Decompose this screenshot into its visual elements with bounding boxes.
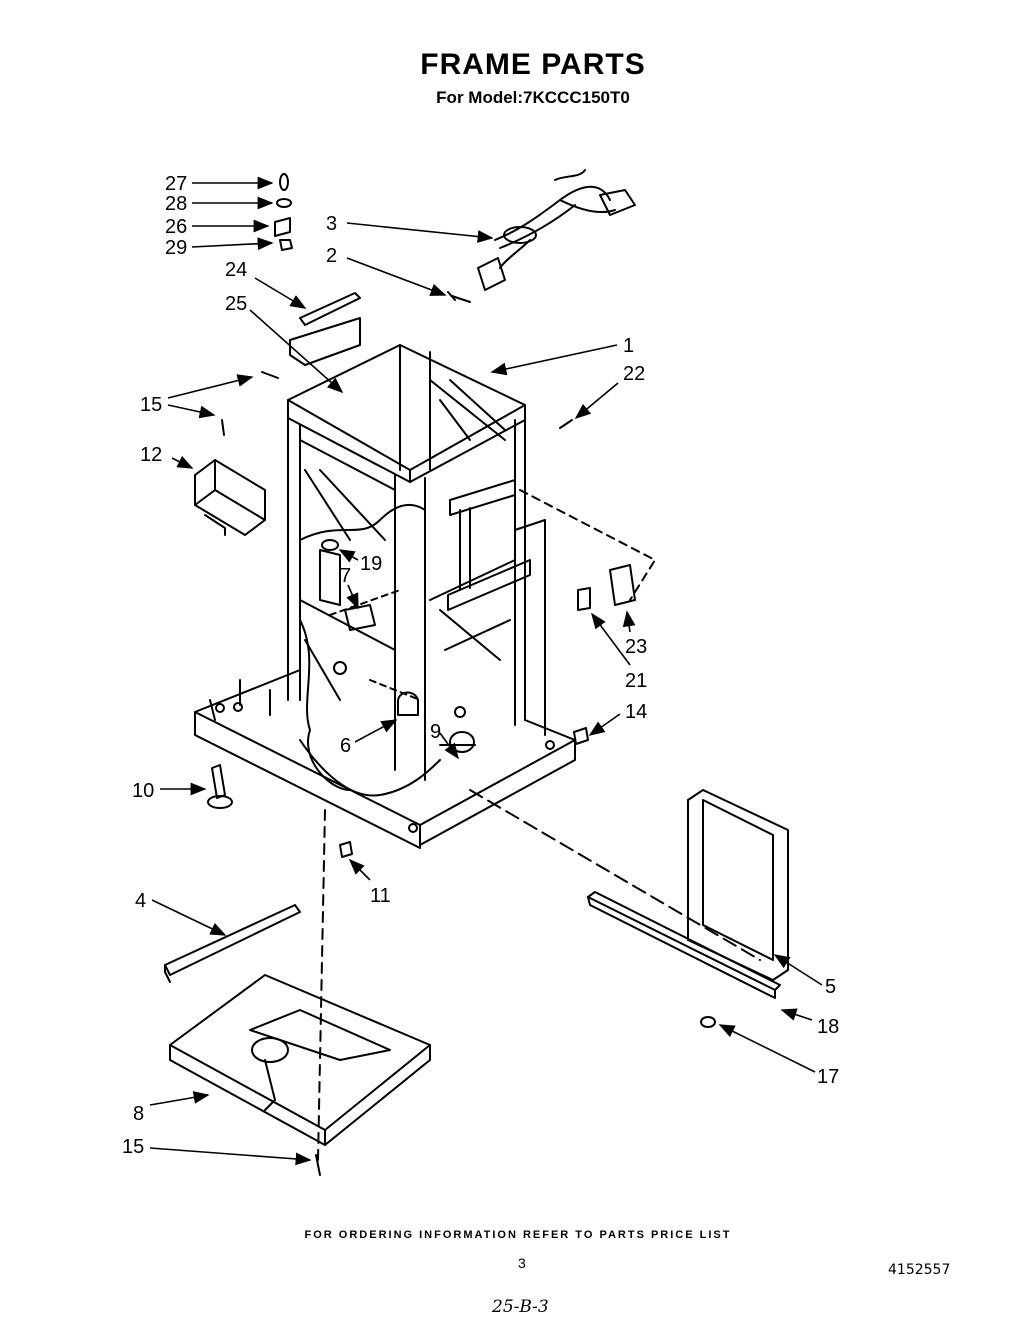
callout-19: 19 — [360, 553, 382, 575]
ordering-info-footer: FOR ORDERING INFORMATION REFER TO PARTS … — [304, 1229, 732, 1241]
callout-7: 7 — [340, 565, 351, 587]
callout-12: 12 — [140, 444, 162, 466]
callout-17: 17 — [817, 1066, 839, 1088]
callout-27: 27 — [165, 173, 187, 195]
callout-4: 4 — [135, 890, 146, 912]
callout-29: 29 — [165, 237, 187, 259]
callout-23: 23 — [625, 636, 647, 658]
callout-18: 18 — [817, 1016, 839, 1038]
callout-24: 24 — [225, 259, 247, 281]
model-subtitle: For Model:7KCCC150T0 — [436, 88, 630, 107]
callout-9: 9 — [430, 721, 441, 743]
document-number: 4152557 — [888, 1262, 951, 1278]
page-title: FRAME PARTS — [420, 48, 646, 81]
callout-26: 26 — [165, 216, 187, 238]
page-number: 3 — [518, 1255, 526, 1271]
callout-15-bottom: 15 — [122, 1136, 144, 1158]
callout-2: 2 — [326, 245, 337, 267]
handwritten-note: 25-B-3 — [492, 1297, 549, 1317]
callout-8: 8 — [133, 1103, 144, 1125]
callout-5: 5 — [825, 976, 836, 998]
callout-3: 3 — [326, 213, 337, 235]
callout-14: 14 — [625, 701, 647, 723]
callout-28: 28 — [165, 193, 187, 215]
cabinet-frame-drawing — [194, 344, 656, 849]
callout-25: 25 — [225, 293, 247, 315]
callout-21: 21 — [625, 670, 647, 692]
callout-1: 1 — [623, 335, 634, 357]
callout-22: 22 — [623, 363, 645, 385]
callout-15: 15 — [140, 394, 162, 416]
callout-10: 10 — [132, 780, 154, 802]
callout-11: 11 — [370, 885, 391, 907]
callout-6: 6 — [340, 735, 351, 757]
